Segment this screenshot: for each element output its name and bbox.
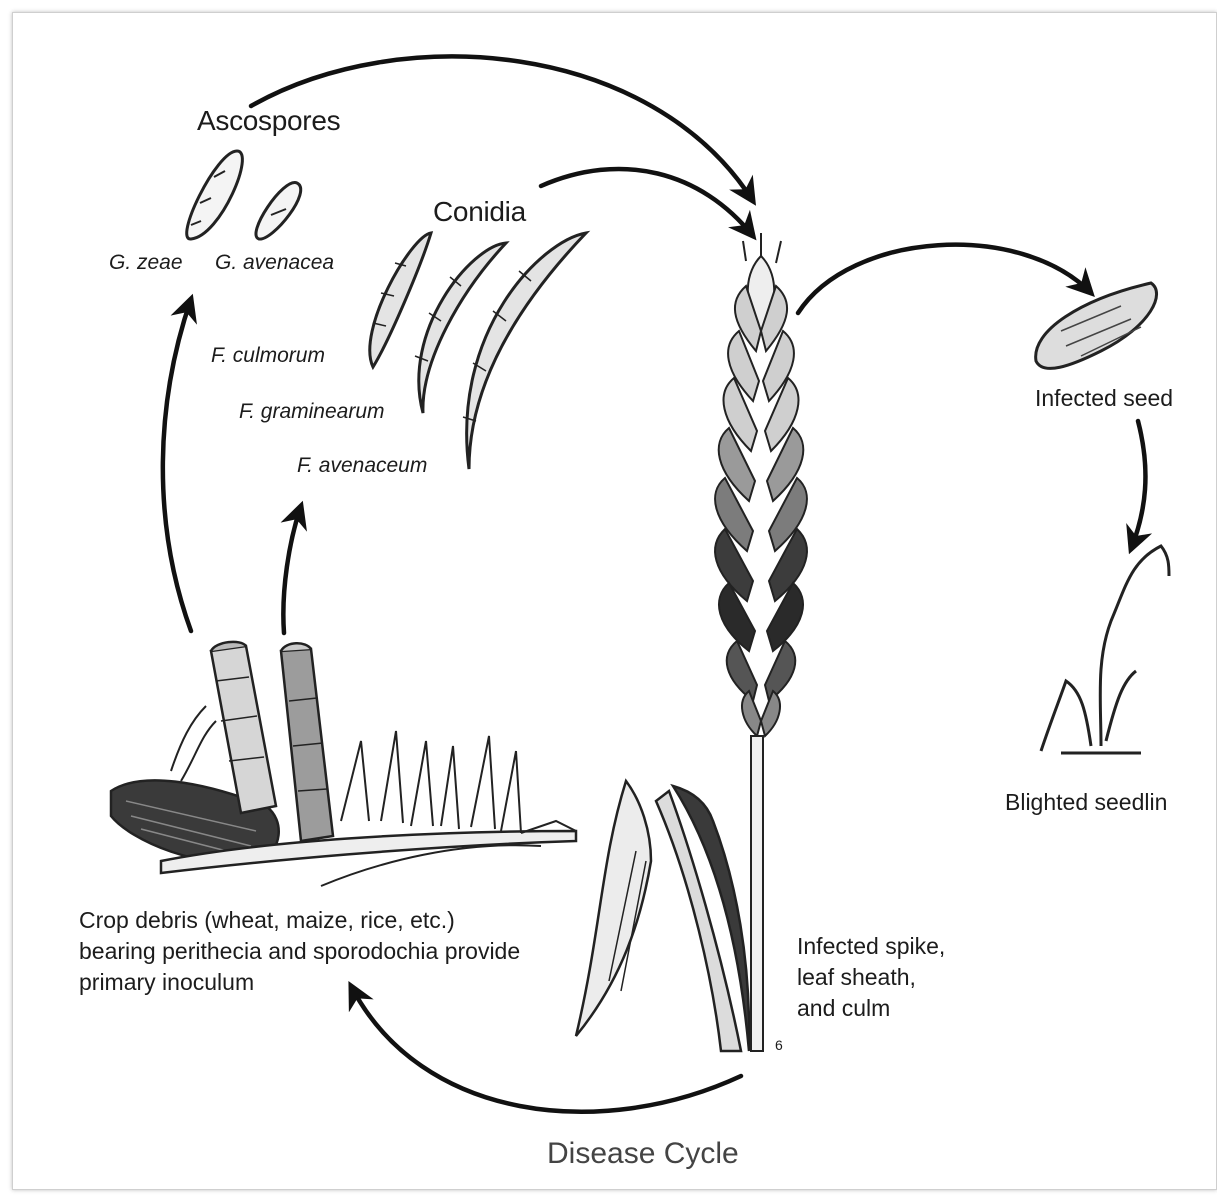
- figure-number: 6: [775, 1037, 783, 1053]
- arrow-spike-to-debris: [351, 986, 741, 1112]
- species-f-graminearum: F. graminearum: [239, 400, 385, 424]
- arrow-conidia-to-spike: [541, 169, 753, 236]
- blighted-seedling-label: Blighted seedlin: [1005, 787, 1167, 818]
- species-f-culmorum: F. culmorum: [211, 344, 325, 368]
- infected-seed-drawing: [1036, 283, 1157, 368]
- species-g-avenacea: G. avenacea: [215, 251, 334, 275]
- ascospores-title: Ascospores: [197, 105, 340, 137]
- species-f-avenaceum: F. avenaceum: [297, 454, 427, 478]
- infected-seed-label: Infected seed: [1035, 383, 1173, 414]
- conidia-title: Conidia: [433, 196, 526, 228]
- infected-spike-label: Infected spike, leaf sheath, and culm: [797, 931, 945, 1024]
- arrow-seed-to-seedling: [1131, 421, 1145, 549]
- diagram-caption: Disease Cycle: [547, 1137, 739, 1171]
- arrow-debris-to-ascospores: [163, 299, 191, 631]
- crop-debris-label: Crop debris (wheat, maize, rice, etc.) b…: [79, 905, 520, 998]
- blighted-seedling-drawing: [1041, 546, 1169, 753]
- diagram-frame: Ascospores G. zeae G. avenacea Conidia F…: [12, 12, 1217, 1190]
- ascospore-drawings: [187, 151, 301, 239]
- arrow-debris-to-conidia: [283, 506, 301, 633]
- disease-cycle-diagram: [13, 13, 1216, 1189]
- crop-debris-drawing: [111, 642, 576, 886]
- conidia-drawings: [370, 233, 586, 469]
- arrow-spike-to-seed: [798, 245, 1091, 313]
- species-g-zeae: G. zeae: [109, 251, 183, 275]
- leaf-sheath-drawing: [576, 781, 749, 1051]
